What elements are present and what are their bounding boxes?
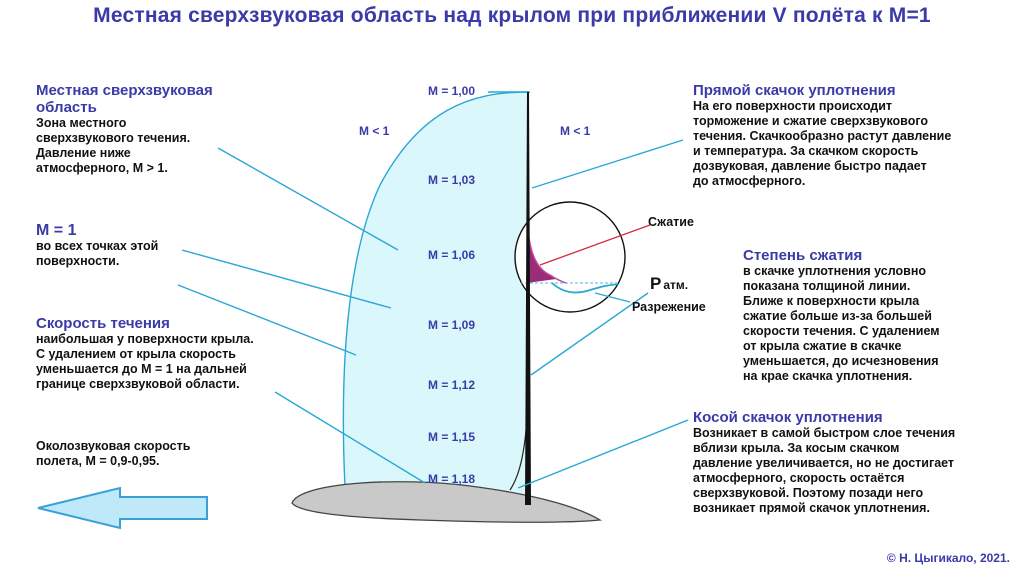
flow-speed-text: С удалением от крыла скорость <box>36 347 306 362</box>
normal-shock-heading: Прямой скачок уплотнения <box>693 82 993 99</box>
oblique-shock-block: Косой скачок уплотнения Возникает в само… <box>693 409 1013 516</box>
compression-degree-text: от крыла сжатие в скачке <box>743 339 1003 354</box>
supersonic-area-text: Давление ниже <box>36 146 276 161</box>
normal-shock-text: На его поверхности происходит <box>693 99 993 114</box>
flow-speed-heading: Скорость течения <box>36 315 306 332</box>
m1-block: М = 1 во всех точках этой поверхности. <box>36 222 256 269</box>
transonic-text: Околозвуковая скорость <box>36 439 256 454</box>
compression-degree-text: в скачке уплотнения условно <box>743 264 1003 279</box>
mach-label: М = 1,18 <box>428 472 475 486</box>
m1-heading: М = 1 <box>36 222 256 239</box>
compression-degree-text: скорости течения. С удалением <box>743 324 1003 339</box>
normal-shock-text: торможение и сжатие сверхзвукового <box>693 114 993 129</box>
wing-airfoil <box>292 482 600 523</box>
compression-degree-text: сжатие больше из-за большей <box>743 309 1003 324</box>
compression-degree-text: Ближе к поверхности крыла <box>743 294 1003 309</box>
subsonic-left-label: М < 1 <box>359 124 389 138</box>
mach-label: М = 1,15 <box>428 430 475 444</box>
oblique-shock-heading: Косой скачок уплотнения <box>693 409 1013 426</box>
mach-label: М = 1,12 <box>428 378 475 392</box>
compression-degree-text: показана толщиной линии. <box>743 279 1003 294</box>
flight-direction-arrow <box>38 488 207 528</box>
supersonic-area-heading-1: Местная сверхзвуковая <box>36 82 276 99</box>
normal-shock-text: течения. Скачкообразно растут давление <box>693 129 993 144</box>
oblique-shock-text: атмосферного, скорость остаётся <box>693 471 1013 486</box>
normal-shock-text: до атмосферного. <box>693 174 993 189</box>
supersonic-area-text: Зона местного <box>36 116 276 131</box>
p-atm-main: Р <box>650 274 661 293</box>
m1-text: во всех точках этой <box>36 239 256 254</box>
transonic-block: Околозвуковая скорость полета, М = 0,9-0… <box>36 439 256 469</box>
flow-speed-text: уменьшается до М = 1 на дальней <box>36 362 306 377</box>
flow-speed-text: наибольшая у поверхности крыла. <box>36 332 306 347</box>
compression-label: Сжатие <box>648 215 694 229</box>
flow-speed-block: Скорость течения наибольшая у поверхност… <box>36 315 306 392</box>
flow-speed-text: границе сверхзвуковой области. <box>36 377 306 392</box>
copyright-footer: © Н. Цыгикало, 2021. <box>887 551 1010 565</box>
normal-shock-block: Прямой скачок уплотнения На его поверхно… <box>693 82 993 189</box>
compression-degree-text: на крае скачка уплотнения. <box>743 369 1003 384</box>
compression-degree-heading: Степень сжатия <box>743 247 1003 264</box>
oblique-shock-text: вблизи крыла. За косым скачком <box>693 441 1013 456</box>
p-atm-sub: атм. <box>663 278 688 292</box>
compression-degree-text: уменьшается, до исчезновения <box>743 354 1003 369</box>
oblique-shock-text: Возникает в самой быстром слое течения <box>693 426 1013 441</box>
normal-shock-text: дозвуковая, давление быстро падает <box>693 159 993 174</box>
supersonic-area-heading-2: область <box>36 99 276 116</box>
mach-label: М = 1,03 <box>428 173 475 187</box>
mach-label: М = 1,00 <box>428 84 475 98</box>
mach-label: М = 1,06 <box>428 248 475 262</box>
supersonic-area-text: атмосферного, М > 1. <box>36 161 276 176</box>
oblique-shock-text: возникает прямой скачок уплотнения. <box>693 501 1013 516</box>
supersonic-area-text: сверхзвукового течения. <box>36 131 276 146</box>
transonic-text: полета, М = 0,9-0,95. <box>36 454 256 469</box>
compression-degree-block: Степень сжатия в скачке уплотнения услов… <box>743 247 1003 384</box>
subsonic-right-label: М < 1 <box>560 124 590 138</box>
oblique-shock-text: сверхзвуковой. Поэтому позади него <box>693 486 1013 501</box>
rarefaction-label: Разрежение <box>632 300 706 314</box>
normal-shock-text: и температура. За скачком скорость <box>693 144 993 159</box>
oblique-shock-text: давление увеличивается, но не достигает <box>693 456 1013 471</box>
supersonic-area-block: Местная сверхзвуковая область Зона местн… <box>36 82 276 176</box>
mach-label: М = 1,09 <box>428 318 475 332</box>
m1-text: поверхности. <box>36 254 256 269</box>
